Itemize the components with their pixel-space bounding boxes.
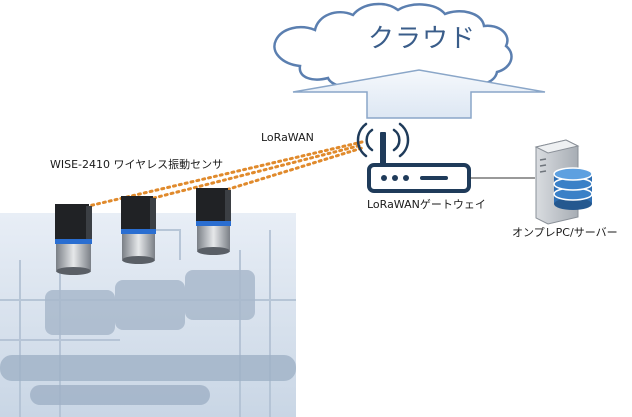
sensor-3	[196, 188, 231, 255]
gateway-label: LoRaWANゲートウェイ	[367, 198, 486, 211]
protocol-label: LoRaWAN	[261, 131, 314, 144]
link-sensor-3	[214, 146, 364, 195]
sensor-2	[121, 196, 156, 264]
vibration-sensor-icon	[55, 188, 231, 275]
sensor-1	[55, 204, 92, 275]
link-sensor-2	[140, 143, 364, 203]
server-database-icon	[534, 139, 593, 225]
up-arrow-icon	[292, 69, 546, 119]
sensor-label: WISE-2410 ワイヤレス振動センサ	[50, 158, 224, 171]
router-icon	[356, 122, 471, 193]
server-label: オンプレPC/サーバー	[512, 226, 618, 239]
cloud-label: クラウド	[367, 24, 476, 54]
